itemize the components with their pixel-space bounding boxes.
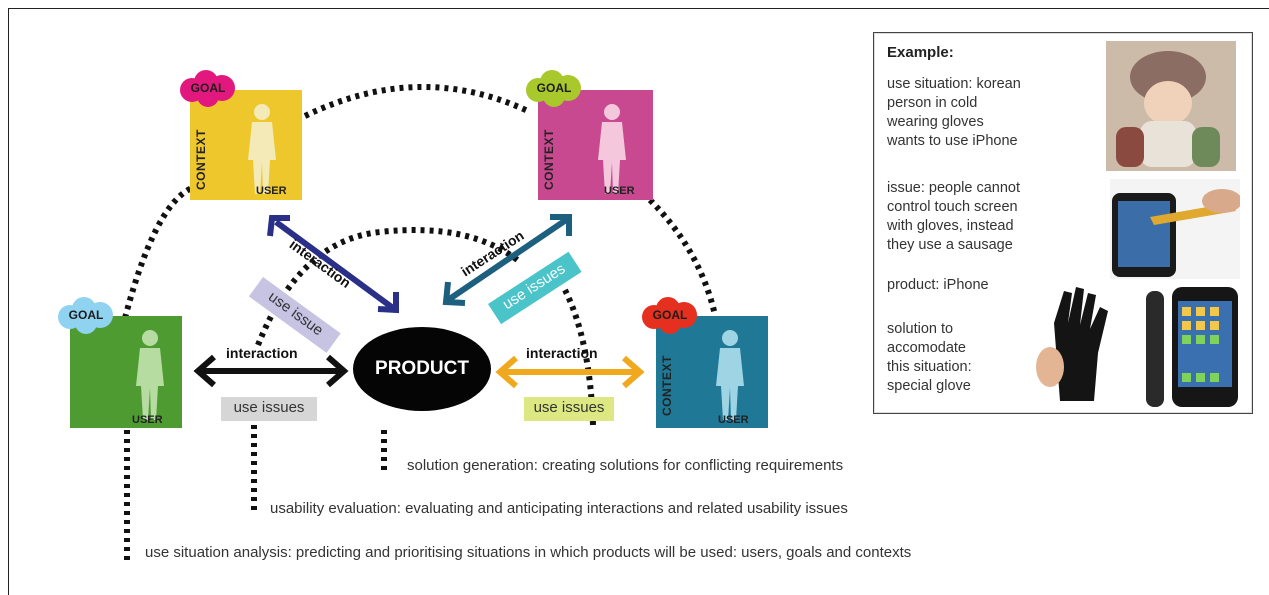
- text-line: with gloves, instead: [887, 218, 1014, 234]
- interaction-label-black: interaction: [226, 345, 298, 361]
- user-label: USER: [604, 185, 635, 197]
- text-line: they use a sausage: [887, 237, 1013, 253]
- goal-label: GOAL: [68, 308, 104, 322]
- photo-special-glove: [1024, 283, 1144, 405]
- goal-label: GOAL: [190, 81, 226, 95]
- user-label: USER: [256, 185, 287, 197]
- text-line: accomodate: [887, 340, 966, 356]
- goal-label: GOAL: [652, 308, 688, 322]
- text-line: control touch screen: [887, 199, 1018, 215]
- interaction-label-orange: interaction: [526, 345, 598, 361]
- text-line: wants to use iPhone: [887, 133, 1018, 149]
- outer-arc: [122, 84, 718, 319]
- product-ellipse: PRODUCT: [353, 327, 491, 411]
- cloud-icon: [526, 70, 581, 107]
- caption-usability-evaluation: usability evaluation: evaluating and ant…: [270, 500, 848, 517]
- example-heading: Example:: [887, 44, 954, 61]
- black-arrow: [193, 354, 349, 388]
- text-line: special glove: [887, 378, 971, 394]
- person-icon: [136, 330, 164, 420]
- goal-cloud-magenta: GOAL: [178, 70, 238, 108]
- goal-cloud-skyblue: GOAL: [56, 297, 116, 335]
- example-panel: Example: use situation: korean person in…: [873, 32, 1253, 414]
- person-icon: [598, 104, 626, 194]
- example-situation-text: use situation: korean person in cold wea…: [887, 75, 1021, 151]
- caption-use-situation-analysis: use situation analysis: predicting and p…: [145, 544, 912, 561]
- figure-frame: [8, 8, 1269, 595]
- photo-iphone: [1144, 283, 1244, 409]
- goal-cloud-red: GOAL: [640, 297, 700, 335]
- user-label: USER: [718, 414, 749, 426]
- user-label: USER: [132, 414, 163, 426]
- cloud-icon: [58, 297, 113, 334]
- example-product-text: product: iPhone: [887, 277, 989, 293]
- caption-solution-generation: solution generation: creating solutions …: [407, 457, 844, 474]
- context-box-blue: CONTEXT USER: [656, 316, 768, 428]
- text-line: issue: people cannot: [887, 180, 1021, 196]
- goal-cloud-lime: GOAL: [524, 70, 584, 108]
- context-box-yellow: CONTEXT USER: [190, 90, 302, 200]
- context-label: CONTEXT: [542, 129, 556, 190]
- context-label: CONTEXT: [660, 355, 674, 416]
- example-solution-text: solution to accomodate this situation: s…: [887, 320, 972, 396]
- orange-arrow: [495, 355, 645, 389]
- text-line: person in cold: [887, 95, 978, 111]
- cloud-icon: [642, 297, 697, 334]
- photo-sausage-touchscreen: [1110, 179, 1240, 279]
- use-issues-tag-lime: use issues: [524, 397, 614, 421]
- person-icon: [248, 104, 276, 194]
- goal-label: GOAL: [536, 81, 572, 95]
- use-issues-tag-grey: use issues: [221, 397, 317, 421]
- context-box-pink: CONTEXT USER: [538, 90, 653, 200]
- cloud-icon: [180, 70, 235, 107]
- person-icon: [716, 330, 744, 420]
- navy-arrow: [267, 215, 399, 314]
- text-line: solution to: [887, 321, 954, 337]
- context-label: CONTEXT: [194, 129, 208, 190]
- text-line: wearing gloves: [887, 114, 984, 130]
- text-line: this situation:: [887, 359, 972, 375]
- example-issue-text: issue: people cannot control touch scree…: [887, 179, 1020, 255]
- text-line: use situation: korean: [887, 76, 1021, 92]
- teal-arrow: [442, 214, 572, 306]
- user-box-green: USER: [70, 316, 182, 428]
- photo-person-gloves: [1106, 41, 1236, 171]
